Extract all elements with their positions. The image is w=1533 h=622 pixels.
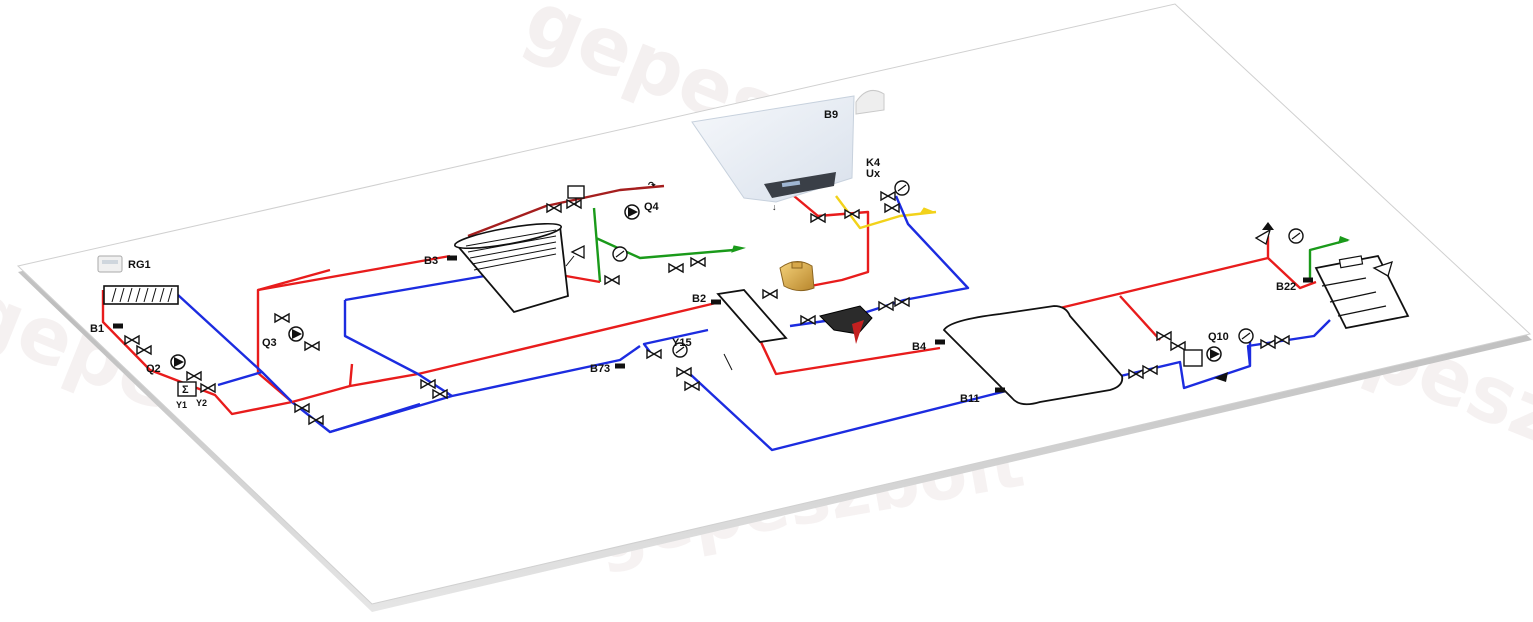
gas-boiler-icon [691, 95, 855, 203]
label-b22: B22 [1276, 281, 1296, 293]
label-b73: B73 [590, 363, 610, 375]
dhw-diverter-icon [567, 185, 585, 206]
label-b11: B11 [960, 393, 980, 405]
loading-unit-icon [1183, 349, 1203, 367]
sensor-b22 [1303, 277, 1313, 283]
outdoor-sensor-b9-icon [855, 89, 885, 115]
svg-text:Σ: Σ [182, 384, 189, 396]
separator-buffer-flow [758, 339, 941, 376]
thermometer-icon [723, 353, 733, 371]
thermal-valve-icon [1372, 260, 1393, 277]
buffer-tank: B4 B11 [912, 305, 1158, 406]
hc2-flow-pipe [257, 254, 451, 387]
label-b1: B1 [90, 323, 104, 335]
label-b2: B2 [692, 293, 706, 305]
gauge-icon [612, 246, 628, 262]
buffer-sfb-return [1111, 319, 1331, 390]
label-ux: Ux [866, 168, 881, 180]
heating-circuit-1: B1 Q2 Σ Y1 Y2 [90, 285, 324, 425]
sensor-b11 [995, 387, 1005, 393]
boiler-flow-pipe [793, 195, 870, 290]
label-q3: Q3 [262, 337, 277, 349]
buffer-tank-icon [942, 305, 1124, 406]
room-unit-rg1: RG1 [97, 255, 151, 273]
hc1-flow-pipe [101, 268, 331, 416]
brass-fitting-icon [779, 261, 815, 292]
label-b9: B9 [824, 109, 838, 121]
dhw-tank-icon [454, 222, 569, 314]
label-y2: Y2 [196, 398, 207, 408]
label-q10: Q10 [1208, 331, 1229, 343]
buffer-sfb-flow [1059, 236, 1317, 341]
pump-q4-icon [624, 204, 640, 220]
gauge-icon [1238, 328, 1254, 344]
label-k4: K4 [866, 157, 881, 169]
dhw-tank-link [565, 274, 601, 284]
sensor-b1 [113, 323, 123, 329]
safety-valve-icon [565, 244, 585, 267]
main-return-header [329, 345, 641, 434]
sensor-b2 [711, 299, 721, 305]
cold-water-inlet-arrow [1338, 236, 1350, 244]
sensor-b73 [615, 363, 625, 369]
check-valve-icon [1214, 372, 1228, 382]
label-y15: Y15 [672, 337, 692, 349]
label-b3: B3 [424, 255, 438, 267]
label-y1: Y1 [176, 400, 187, 410]
gas-boiler: B9 K4 Ux ↓ [691, 89, 936, 223]
gauge-icon [1288, 228, 1304, 244]
drain-symbol: ↓ [772, 202, 777, 212]
dhw-storage-tank: B3 Q4 ↷ [424, 180, 746, 314]
label-b4: B4 [912, 341, 927, 353]
label-rg1: RG1 [128, 259, 151, 271]
dirt-separator-icon [819, 305, 873, 344]
dhw-cold-pipe [592, 207, 735, 283]
hydraulic-separator-icon [716, 289, 788, 343]
heating-circuit-2: Q3 [262, 313, 448, 399]
hydraulic-separator: B2 [692, 261, 910, 344]
gauge-icon [894, 180, 910, 196]
pump-q10-icon [1206, 346, 1222, 362]
mixing-loop-return [689, 373, 1011, 452]
solid-fuel-boiler: B22 Q10 [1156, 222, 1410, 382]
pump-q2-icon [170, 354, 186, 370]
gas-inlet-arrow [918, 207, 936, 215]
radiator-icon [103, 285, 179, 305]
sensor-b4 [935, 339, 945, 345]
board [16, 3, 1532, 612]
sensor-b3 [447, 255, 457, 261]
mixing-valve-y15: Y15 B73 [590, 337, 733, 391]
pump-q3-icon [288, 326, 304, 342]
label-q2: Q2 [146, 363, 161, 375]
mixer-actuator-icon: Σ [177, 381, 197, 397]
cold-water-inlet-arrow [731, 245, 746, 253]
label-q4: Q4 [644, 201, 660, 213]
safety-valve-icon [1254, 222, 1274, 245]
main-flow-header [291, 300, 721, 404]
sfb-cold-water [1308, 238, 1349, 280]
hot-water-outlet-label: ↷ [648, 180, 656, 190]
